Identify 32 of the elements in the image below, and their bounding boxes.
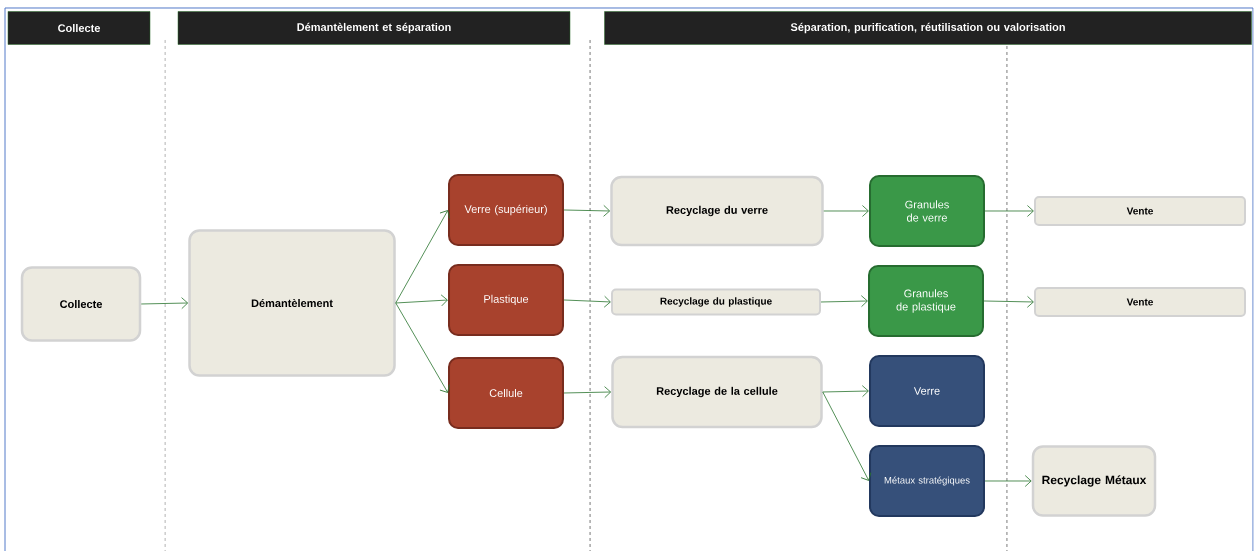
product-box: Granules de verre: [869, 175, 985, 247]
process-box: Collecte: [20, 266, 142, 342]
header-bar: Collecte: [7, 11, 151, 45]
arrow: [140, 297, 189, 310]
process-box: Vente: [1034, 196, 1246, 226]
product-box: Granules de plastique: [868, 265, 984, 337]
header-bar: Séparation, purification, réutilisation ou valorisation: [604, 11, 1252, 45]
product-box: Verre: [869, 355, 985, 427]
process-box: Démantèlement: [188, 229, 396, 377]
arrow: [983, 295, 1034, 308]
process-box: Vente: [1034, 287, 1246, 317]
arrow: [395, 302, 450, 393]
material-box: Plastique: [448, 264, 564, 336]
process-box: Recyclage du verre: [610, 175, 824, 247]
arrow: [563, 386, 612, 399]
process-box: Recyclage de la cellule: [611, 355, 823, 429]
header-bar: Démantèlement et séparation: [177, 11, 571, 45]
material-box: Verre (supérieur): [448, 174, 564, 246]
arrow: [822, 385, 869, 398]
arrow: [984, 475, 1032, 487]
product-box: Métaux stratégiques: [869, 445, 985, 517]
arrow: [822, 391, 872, 481]
arrow: [563, 295, 611, 308]
arrow: [823, 205, 869, 217]
process-box: Recyclage du plastique: [611, 288, 821, 316]
arrow: [820, 295, 868, 308]
process-box: Recyclage Métaux: [1031, 445, 1157, 517]
material-box: Cellule: [448, 357, 564, 429]
arrow: [395, 294, 448, 307]
arrow: [395, 210, 450, 304]
arrow: [563, 204, 611, 217]
arrow: [984, 205, 1034, 217]
